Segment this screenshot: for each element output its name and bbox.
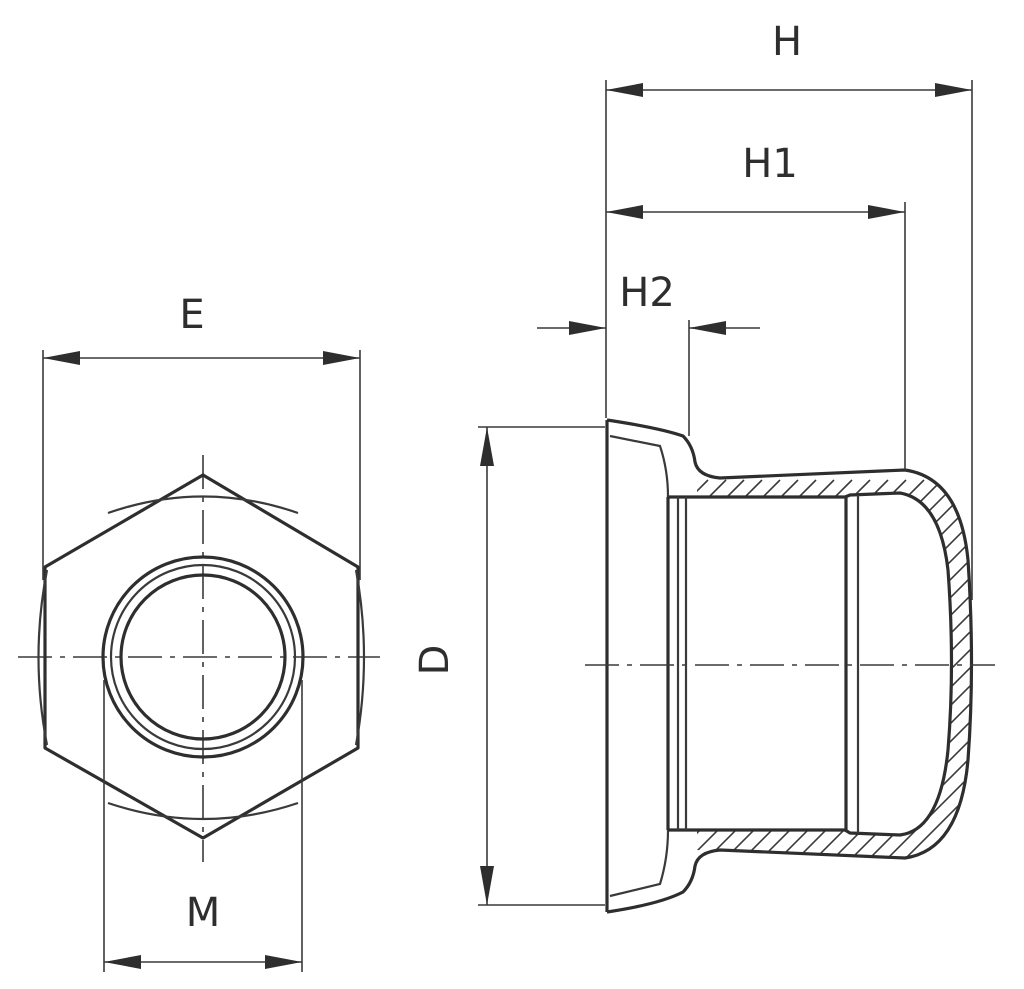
hatch-line (697, 479, 727, 858)
hex-chamfer-arcs (37, 495, 366, 821)
dimension-label-h1: H1 (742, 141, 798, 187)
dimension-h: H (605, 19, 973, 600)
dimension-label-h: H (772, 19, 802, 65)
dimension-h2: H2 (537, 270, 760, 436)
hatch-line (270, 480, 690, 900)
dimension-label-e: E (179, 292, 204, 338)
dimension-d: D (412, 426, 605, 906)
cap-outer-profile (605, 418, 974, 914)
hex-outline (43, 473, 360, 840)
dimension-m: M (103, 680, 303, 972)
inner-bore-circle (119, 573, 287, 741)
hatch-line (972, 480, 1024, 900)
dimension-h1: H1 (606, 141, 906, 470)
dimension-label-d: D (412, 645, 458, 676)
side-view (180, 418, 1024, 914)
hatch-line (697, 479, 709, 858)
outer-ring-circle (101, 555, 305, 759)
hatch-line (180, 480, 600, 900)
dimension-e: E (42, 292, 361, 580)
flange-taper (609, 434, 670, 898)
dimension-label-m: M (186, 890, 221, 936)
hatch-line (198, 480, 618, 900)
hatch-line (863, 479, 970, 858)
middle-ring-circle (109, 563, 297, 751)
front-view (18, 455, 380, 862)
inner-bore-profile (668, 491, 954, 837)
dimension-label-h2: H2 (619, 270, 675, 316)
